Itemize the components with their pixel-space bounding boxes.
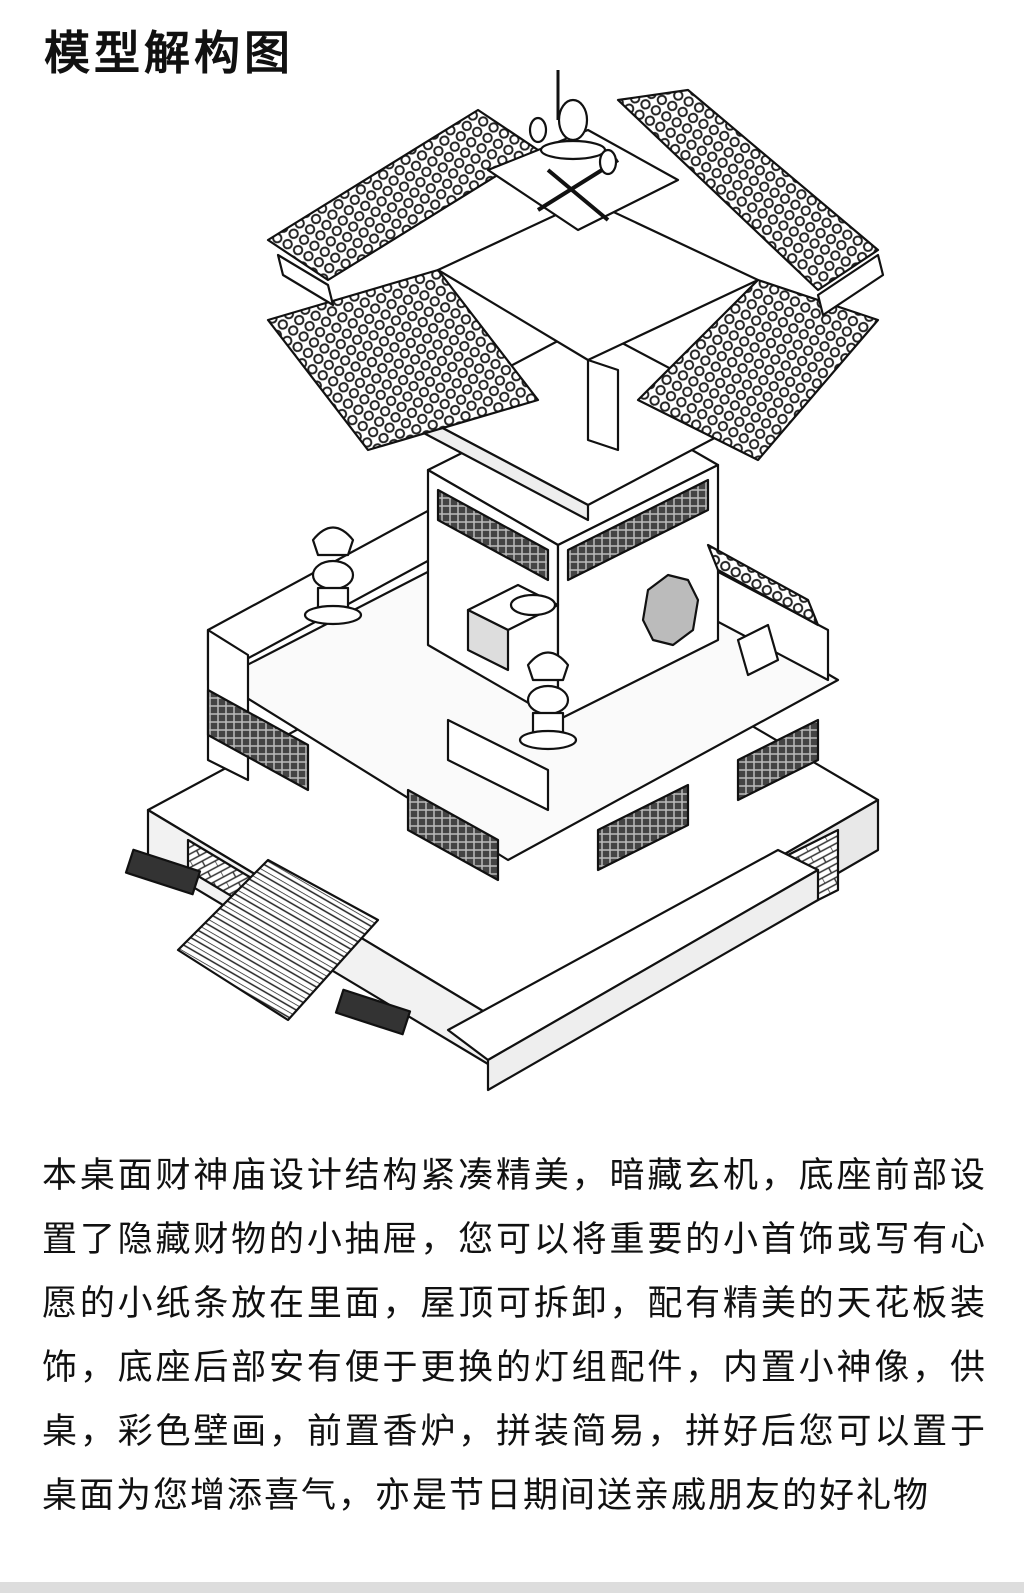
roof-finial bbox=[528, 70, 618, 176]
front-stair bbox=[176, 858, 380, 1022]
upper-roof bbox=[266, 88, 885, 317]
lower-roof bbox=[266, 198, 880, 462]
incense-burner-left bbox=[303, 526, 363, 626]
octagon-mural bbox=[641, 573, 700, 647]
description-text: 本桌面财神庙设计结构紧凑精美，暗藏玄机，底座前部设置了隐藏财物的小抽屉，您可以将… bbox=[42, 1156, 987, 1516]
incense-burner-right bbox=[518, 651, 578, 751]
page-title: 模型解构图 bbox=[44, 26, 294, 80]
left-railing bbox=[206, 688, 310, 792]
bottom-divider bbox=[0, 1582, 1024, 1593]
exploded-temple-illustration bbox=[124, 70, 885, 1092]
